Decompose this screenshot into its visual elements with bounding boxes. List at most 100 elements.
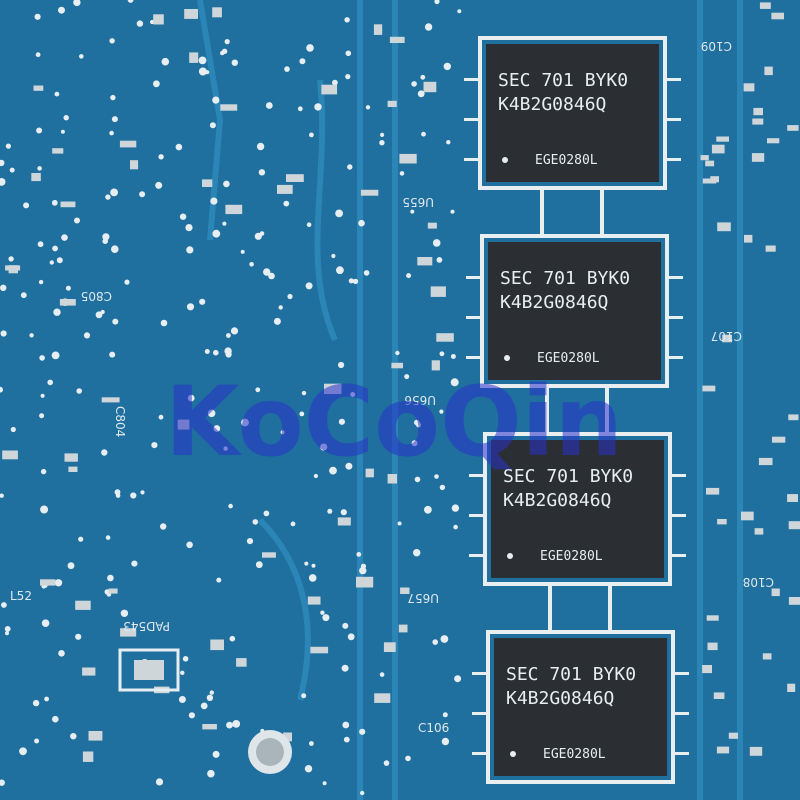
smd-pad <box>60 201 76 208</box>
chip-pin <box>466 276 482 279</box>
smd-pad <box>202 179 213 187</box>
via <box>348 278 354 284</box>
via <box>226 333 231 338</box>
via <box>210 197 218 205</box>
via <box>308 574 317 582</box>
smd-pad <box>373 24 383 35</box>
smd-pad <box>108 588 118 594</box>
via <box>83 332 91 339</box>
chip-body <box>494 638 667 776</box>
via <box>150 19 155 25</box>
via <box>136 20 144 27</box>
smd-pad <box>59 299 76 306</box>
via <box>223 446 228 451</box>
chip-body <box>488 242 661 380</box>
via <box>200 702 208 710</box>
via <box>175 143 183 151</box>
via <box>451 504 460 512</box>
smd-pad <box>743 83 755 92</box>
via <box>249 262 254 267</box>
smd-pad <box>153 14 164 25</box>
smd-pad <box>706 615 719 621</box>
via <box>314 103 322 111</box>
smd-pad <box>374 693 391 703</box>
via <box>40 468 47 475</box>
via <box>246 538 254 545</box>
via <box>153 80 160 88</box>
via <box>76 388 82 394</box>
via <box>124 279 130 285</box>
via <box>75 633 82 640</box>
via <box>434 0 440 5</box>
via <box>397 521 402 526</box>
smd-pad <box>177 419 190 430</box>
via <box>287 293 293 300</box>
smd-pad <box>101 397 120 403</box>
via <box>32 699 40 707</box>
via <box>54 579 63 587</box>
chip-body <box>486 44 659 182</box>
via <box>347 164 353 170</box>
via <box>109 38 115 44</box>
via <box>58 6 65 14</box>
chip-pin <box>670 554 686 557</box>
via <box>61 234 68 241</box>
via <box>320 443 328 451</box>
via <box>105 194 111 200</box>
via <box>304 765 313 773</box>
via <box>0 178 6 186</box>
via <box>110 188 118 197</box>
via <box>439 484 446 491</box>
via <box>450 354 456 359</box>
via <box>4 626 11 632</box>
via <box>313 473 318 479</box>
smd-pad <box>64 453 78 462</box>
via <box>240 249 245 254</box>
chip-pin <box>469 514 485 517</box>
smd-pad <box>767 138 780 144</box>
via <box>336 266 344 275</box>
via <box>299 411 305 417</box>
via <box>454 675 462 683</box>
via <box>39 413 45 419</box>
via <box>380 132 385 137</box>
smd-pad <box>398 624 408 633</box>
via <box>186 303 195 311</box>
via <box>41 619 50 627</box>
label-c804: C804 <box>113 406 127 437</box>
smd-pad <box>225 204 243 215</box>
smd-pad <box>130 160 139 170</box>
smd-pad <box>430 286 446 297</box>
smd-pad <box>728 732 738 739</box>
chip-outline <box>478 36 667 190</box>
via <box>263 510 270 517</box>
via <box>111 116 118 123</box>
smd-pad <box>753 107 763 116</box>
via <box>417 90 425 98</box>
chip-pin1-dot <box>502 157 508 163</box>
smd-pad <box>788 414 799 421</box>
chip-outline <box>486 630 675 784</box>
chip-pin <box>667 356 683 359</box>
via <box>8 256 14 262</box>
chip-reference-label: U657 <box>407 591 439 605</box>
chip-pin <box>673 672 689 675</box>
chip-pin1-dot <box>507 553 513 559</box>
via <box>434 474 439 479</box>
chip-pin1-dot <box>504 355 510 361</box>
via <box>102 233 110 241</box>
via <box>379 140 385 146</box>
via <box>457 9 462 14</box>
via <box>130 492 137 499</box>
smd-pad <box>321 84 338 95</box>
chip-marking-line1: SEC 701 BYK0 <box>503 466 633 487</box>
chip-pin <box>464 118 480 121</box>
via <box>450 209 455 214</box>
smd-pad <box>400 587 410 594</box>
chip-pin <box>673 752 689 755</box>
via <box>179 213 187 220</box>
via <box>442 712 448 718</box>
via <box>204 349 210 354</box>
via <box>356 552 362 557</box>
